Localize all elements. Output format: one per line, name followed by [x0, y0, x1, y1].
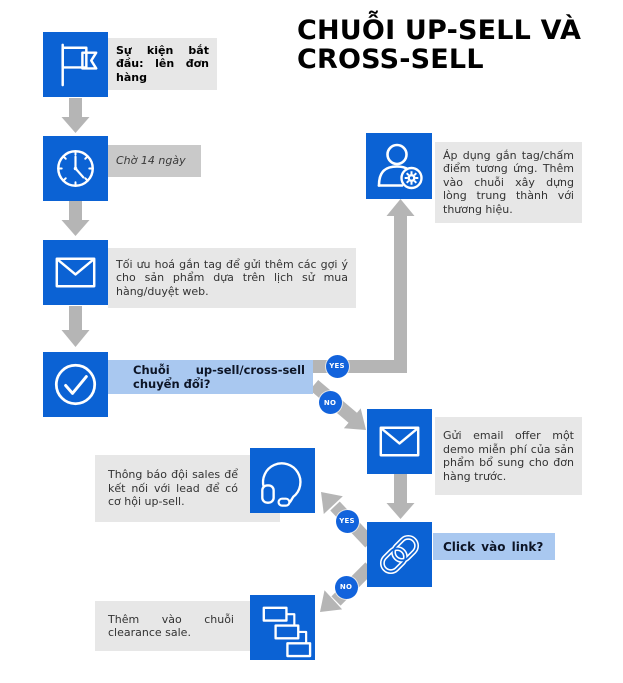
no-badge-decision2: NO: [334, 575, 358, 599]
page-title: CHUỖI UP-SELL VÀ CROSS-SELL: [297, 15, 582, 76]
start-node: [43, 32, 108, 97]
loyalty-label-box: Áp dụng gắn tag/chấm điểm tương ứng. Thê…: [435, 142, 582, 223]
clock-icon: [57, 150, 94, 187]
offer-node: [367, 409, 432, 474]
wait-node: [43, 136, 108, 201]
start-label: Sự kiện bắt đầu: lên đơn hàng: [116, 43, 209, 84]
loyalty-label: Áp dụng gắn tag/chấm điểm tương ứng. Thê…: [443, 148, 574, 216]
wait-label-box: Chờ 14 ngày: [108, 145, 201, 177]
sales-label-box: Thông báo đội sales để kết nối với lead …: [95, 455, 280, 522]
decision2-label-box: Click vào link?: [433, 533, 555, 560]
headset-icon: [261, 462, 302, 507]
start-label-box: Sự kiện bắt đầu: lên đơn hàng: [108, 38, 217, 90]
no-badge-decision1: NO: [318, 391, 342, 414]
decision2-node: [367, 522, 432, 587]
envelope-icon: [55, 257, 96, 288]
clearance-node: [250, 595, 315, 660]
optimize-label: Tối ưu hoá gắn tag để gửi thêm các gợi ý…: [116, 257, 348, 298]
link-icon: [379, 534, 420, 575]
decision1-label-box: Chuỗi up-sell/cross-sell chuyển đổi?: [108, 360, 313, 394]
decision1-node: [43, 352, 108, 417]
loyalty-node: [366, 133, 432, 199]
optimize-node: [43, 240, 108, 305]
sales-label: Thông báo đội sales để kết nối với lead …: [108, 468, 238, 509]
yes-badge-decision1: YES: [325, 354, 349, 378]
workflow-icon: [262, 606, 312, 658]
wait-label: Chờ 14 ngày: [116, 154, 186, 168]
offer-label: Gửi email offer một demo miễn phí của sả…: [443, 429, 574, 483]
flag-icon: [61, 43, 98, 87]
clearance-label: Thêm vào chuỗi clearance sale.: [108, 612, 234, 640]
sales-node: [250, 448, 315, 513]
envelope-icon: [379, 426, 420, 457]
optimize-label-box: Tối ưu hoá gắn tag để gửi thêm các gợi ý…: [108, 248, 356, 308]
check-circle-icon: [54, 363, 97, 406]
decision2-label: Click vào link?: [443, 539, 544, 554]
decision1-label: Chuỗi up-sell/cross-sell chuyển đổi?: [133, 363, 305, 391]
person-gear-icon: [377, 143, 423, 190]
clearance-label-box: Thêm vào chuỗi clearance sale.: [95, 601, 250, 651]
yes-badge-decision2: YES: [335, 509, 359, 533]
offer-label-box: Gửi email offer một demo miễn phí của sả…: [435, 417, 582, 495]
